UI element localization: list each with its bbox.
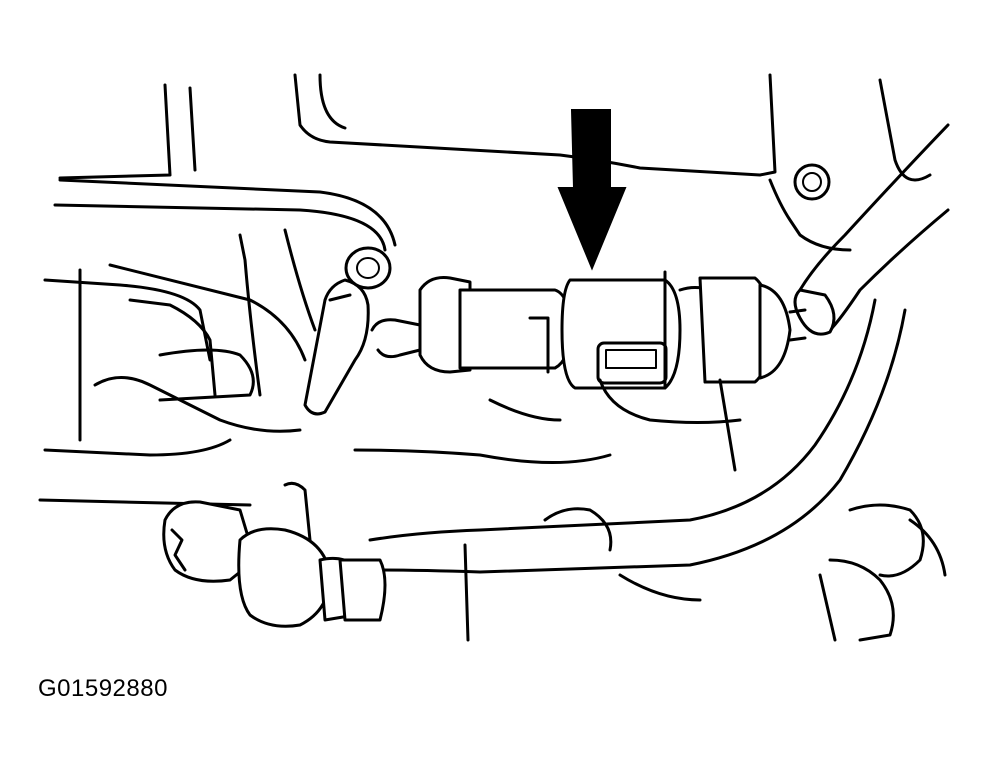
electrical-connector [370, 270, 807, 390]
left-frame [38, 228, 317, 507]
engine-housing [53, 73, 932, 252]
down-arrow-indicator [557, 109, 627, 271]
hose-fitting [162, 481, 387, 628]
mounting-clip [303, 246, 392, 416]
lower-hose [353, 298, 907, 574]
upper-right-hose [793, 123, 950, 336]
lower-right-components [463, 378, 947, 642]
figure-code-label: G01592880 [38, 675, 168, 702]
